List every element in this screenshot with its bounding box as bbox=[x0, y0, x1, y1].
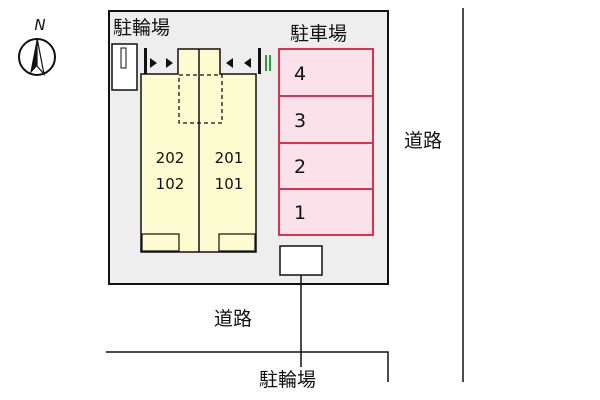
entrance-step-right bbox=[218, 233, 256, 252]
road-bottom-label: 道路 bbox=[214, 308, 252, 330]
unit-number-102: 102 bbox=[156, 175, 185, 193]
compass-needle-icon bbox=[30, 38, 37, 74]
arrow-left-icon-2 bbox=[244, 58, 251, 68]
bike-parking-bottom-box bbox=[279, 245, 323, 276]
compass-needle-outline-icon bbox=[36, 37, 46, 77]
unit-number-202: 202 bbox=[156, 149, 185, 167]
parking-number-2: 2 bbox=[294, 156, 306, 178]
parking-number-4: 4 bbox=[294, 63, 306, 85]
arrow-left-icon bbox=[226, 58, 233, 68]
balcony-dashed-outline bbox=[178, 74, 223, 124]
parking-number-3: 3 bbox=[294, 110, 306, 132]
compass-north-label: N bbox=[34, 16, 45, 34]
road-bottom-edge bbox=[106, 351, 389, 382]
entrance-step-left bbox=[141, 233, 180, 252]
parking-area: 4 3 2 1 bbox=[278, 48, 374, 236]
bike-parking-top-label: 駐輪場 bbox=[113, 17, 170, 39]
bike-rack-icon bbox=[120, 47, 127, 69]
unit-number-101: 101 bbox=[215, 175, 244, 193]
arrow-right-icon bbox=[150, 58, 157, 68]
green-meter-bar bbox=[265, 55, 267, 71]
unit-number-201: 201 bbox=[215, 149, 244, 167]
left-wall-bar bbox=[144, 48, 147, 74]
arrow-right-icon-2 bbox=[166, 58, 173, 68]
parking-space-1 bbox=[278, 188, 374, 236]
parking-space-4 bbox=[278, 48, 374, 97]
compass: N bbox=[18, 16, 56, 77]
car-parking-label: 駐車場 bbox=[290, 23, 347, 45]
right-wall-bar bbox=[258, 48, 261, 74]
green-meter-bar-2 bbox=[269, 55, 271, 71]
bike-parking-bottom-label: 駐輪場 bbox=[259, 369, 316, 391]
parking-number-1: 1 bbox=[294, 202, 306, 224]
parking-space-2 bbox=[278, 142, 374, 190]
parking-space-3 bbox=[278, 95, 374, 144]
road-right-label: 道路 bbox=[404, 130, 442, 152]
